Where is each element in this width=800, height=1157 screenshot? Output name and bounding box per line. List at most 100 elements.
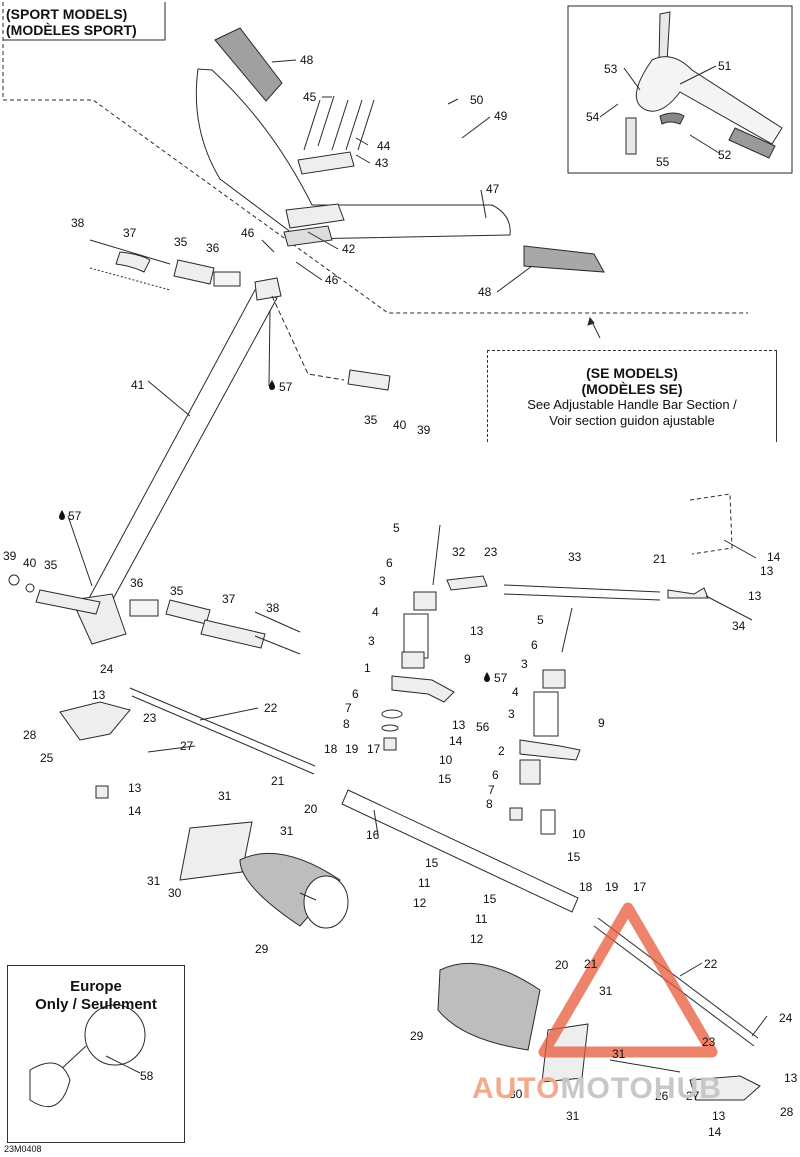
lower-left-link-parts: [8, 574, 301, 655]
callout: 39: [3, 549, 17, 563]
se-note-en: See Adjustable Handle Bar Section /: [527, 397, 737, 412]
callout: 48: [300, 53, 314, 67]
callout: 51: [718, 59, 732, 73]
callout: 21: [653, 552, 667, 566]
callout: 31: [218, 789, 232, 803]
left-pivot-stack: [381, 524, 455, 751]
callout: 14: [767, 550, 781, 564]
right-grip-48: [523, 245, 605, 273]
callout: 48: [478, 285, 492, 299]
steering-column-41: [86, 289, 278, 611]
europe-knob-58: [29, 1004, 146, 1108]
callout: 19: [605, 880, 619, 894]
callout: 38: [266, 601, 280, 615]
callout: 50: [470, 93, 484, 107]
watermark-triangle: [538, 902, 718, 1058]
callout: 24: [100, 662, 114, 676]
callout: 16: [366, 828, 380, 842]
watermark-part-2: MOTO: [560, 1072, 654, 1105]
callout: 29: [410, 1029, 424, 1043]
watermark-part-1: AUTO: [472, 1072, 561, 1105]
callout: 35: [44, 558, 58, 572]
callout: 28: [780, 1105, 794, 1119]
callout: 13: [784, 1071, 798, 1085]
callout: 31: [612, 1047, 626, 1061]
callout: 8: [486, 797, 493, 811]
callout: 30: [509, 1087, 523, 1101]
callout: 56: [476, 720, 490, 734]
callout: 55: [656, 155, 670, 169]
tie-rod-22-left: [59, 687, 316, 799]
callout: 45: [303, 90, 317, 104]
watermark-part-3: HUB: [653, 1072, 722, 1105]
se-models-note: (SE MODELS) (MODÈLES SE) See Adjustable …: [487, 350, 777, 442]
callout: 4: [372, 605, 379, 619]
callout: 27: [180, 739, 194, 753]
callout: 5: [393, 521, 400, 535]
europe-title: Europe: [70, 978, 122, 995]
callout: 27: [686, 1089, 700, 1103]
watermark-logo: AUTOMOTOHUB: [472, 1072, 722, 1106]
callout: 17: [633, 880, 647, 894]
callout: 57: [494, 671, 508, 685]
callout: 1: [364, 661, 371, 675]
callout: 10: [439, 753, 453, 767]
callout: 13: [470, 624, 484, 638]
callout: 26: [655, 1089, 669, 1103]
callout: 10: [572, 827, 586, 841]
callout: 54: [586, 110, 600, 124]
callout: 35: [174, 235, 188, 249]
drawing-code: 23M0408: [4, 1144, 42, 1154]
callout: 8: [343, 717, 350, 731]
callout: 15: [483, 892, 497, 906]
callout: 3: [508, 707, 515, 721]
callout: 15: [425, 856, 439, 870]
callout: 36: [206, 241, 220, 255]
callout: 3: [521, 657, 528, 671]
se-link-35: [347, 369, 391, 391]
callout: 23: [484, 545, 498, 559]
sport-title-bracket: [3, 2, 166, 41]
callout: 47: [486, 182, 500, 196]
europe-only-box: Europe Only / Seulement: [7, 965, 185, 1143]
callout-labels: 48 45 44 43 50 49 47 42 46 46 48 38 37 3…: [3, 53, 798, 1139]
upper-link-parts: [89, 239, 241, 291]
callout: 31: [599, 984, 613, 998]
callout: 13: [748, 589, 762, 603]
callout: 13: [452, 718, 466, 732]
callout: 21: [584, 957, 598, 971]
boot-assembly-right: [437, 962, 589, 1083]
callout: 39: [417, 423, 431, 437]
oil-drop-icon: [59, 510, 65, 520]
handlebar-47: [195, 68, 511, 240]
callout: 12: [470, 932, 484, 946]
callout: 43: [375, 156, 389, 170]
callout: 13: [712, 1109, 726, 1123]
callout: 4: [512, 685, 519, 699]
callout: 37: [222, 592, 236, 606]
callout: 22: [704, 957, 718, 971]
callout: 6: [492, 768, 499, 782]
callout: 49: [494, 109, 508, 123]
callout: 29: [255, 942, 269, 956]
callout: 12: [413, 896, 427, 910]
callout: 33: [568, 550, 582, 564]
callout: 15: [567, 850, 581, 864]
inset-frame: [567, 5, 793, 174]
adjustable-bar-assembly: [625, 11, 783, 159]
callout: 24: [779, 1011, 793, 1025]
callout: 13: [92, 688, 106, 702]
se-title-fr: (MODÈLES SE): [581, 381, 683, 397]
sport-models-heading: (SPORT MODELS) (MODÈLES SPORT): [6, 6, 137, 38]
callout: 3: [368, 634, 375, 648]
callout: 14: [449, 734, 463, 748]
right-pivot-stack: [509, 607, 581, 835]
callout: 25: [40, 751, 54, 765]
callout: 9: [598, 716, 605, 730]
callout: 35: [364, 413, 378, 427]
callout: 5: [537, 613, 544, 627]
left-grip-48: [214, 27, 283, 102]
callout: 11: [475, 912, 488, 926]
tie-rod-22-right: [593, 917, 761, 1101]
